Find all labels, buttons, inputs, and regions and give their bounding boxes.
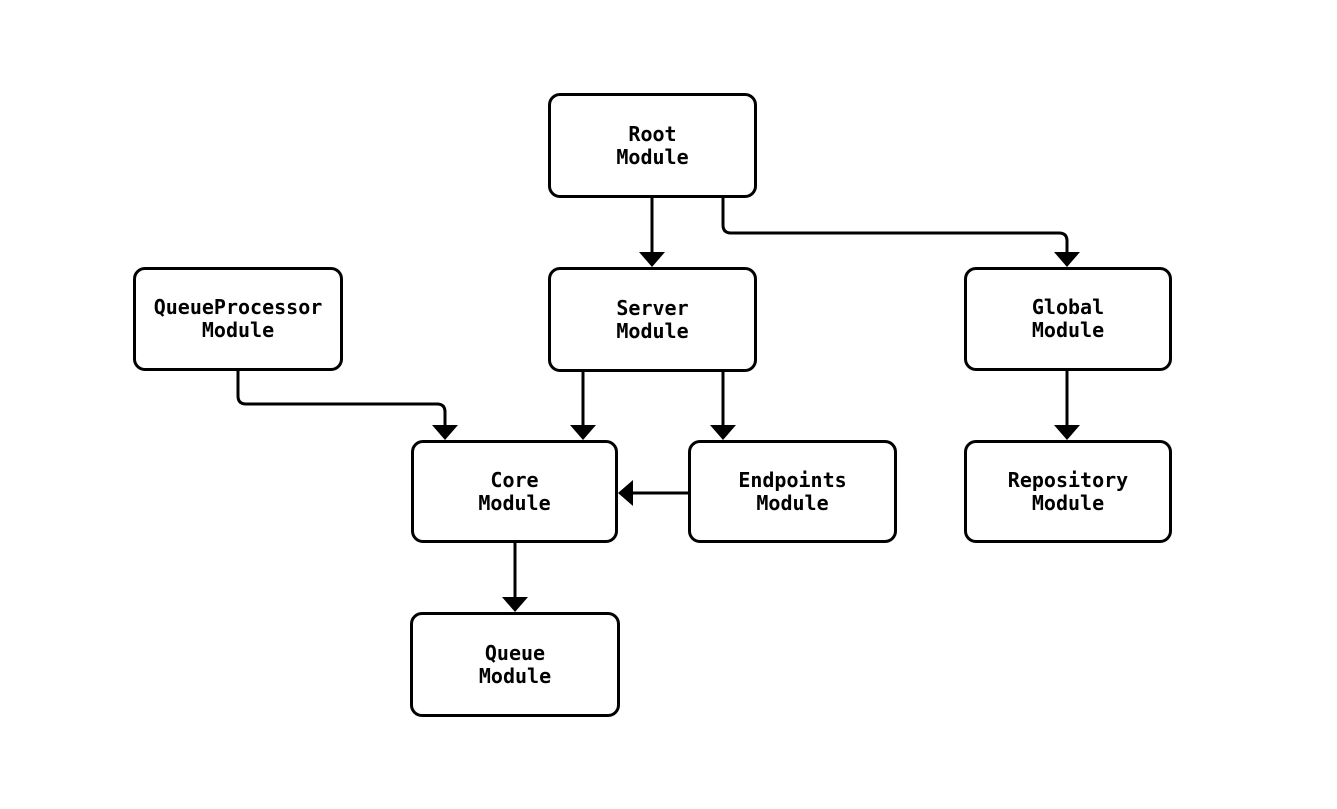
node-label-line: Module xyxy=(616,144,689,169)
arrowhead-server-module-to-endpoints-module xyxy=(710,425,736,440)
node-label-line: Root xyxy=(628,121,677,146)
node-label-line: Repository xyxy=(1007,467,1129,492)
arrowhead-endpoints-module-to-core-module xyxy=(618,480,633,506)
node-label-line: Endpoints xyxy=(738,467,847,492)
arrowhead-core-module-to-queue-module xyxy=(502,597,528,612)
edge-root-module-to-global-module xyxy=(721,198,1069,256)
arrowhead-queueprocessor-module-to-core-module xyxy=(432,425,458,440)
node-label-line: QueueProcessor xyxy=(153,295,323,319)
node-label-line: Module xyxy=(478,663,552,688)
node-label-line: Module xyxy=(756,490,829,515)
node-label-line: Module xyxy=(1031,490,1105,515)
arrowhead-root-module-to-server-module xyxy=(639,252,665,267)
node-label-line: Core xyxy=(490,467,539,492)
node-label-line: Module xyxy=(616,318,689,343)
node-label-line: Module xyxy=(1031,318,1105,342)
node-label-line: Module xyxy=(478,490,551,515)
arrowhead-server-module-to-core-module xyxy=(570,425,596,440)
node-label-line: Queue xyxy=(484,640,546,665)
arrowhead-root-module-to-global-module xyxy=(1054,252,1080,267)
node-label-line: Global xyxy=(1031,295,1105,319)
node-label-line: Server xyxy=(616,295,689,320)
arrowhead-global-module-to-repository-module xyxy=(1054,425,1080,440)
edge-queueprocessor-module-to-core-module xyxy=(236,371,447,429)
node-label-line: Module xyxy=(201,318,275,342)
